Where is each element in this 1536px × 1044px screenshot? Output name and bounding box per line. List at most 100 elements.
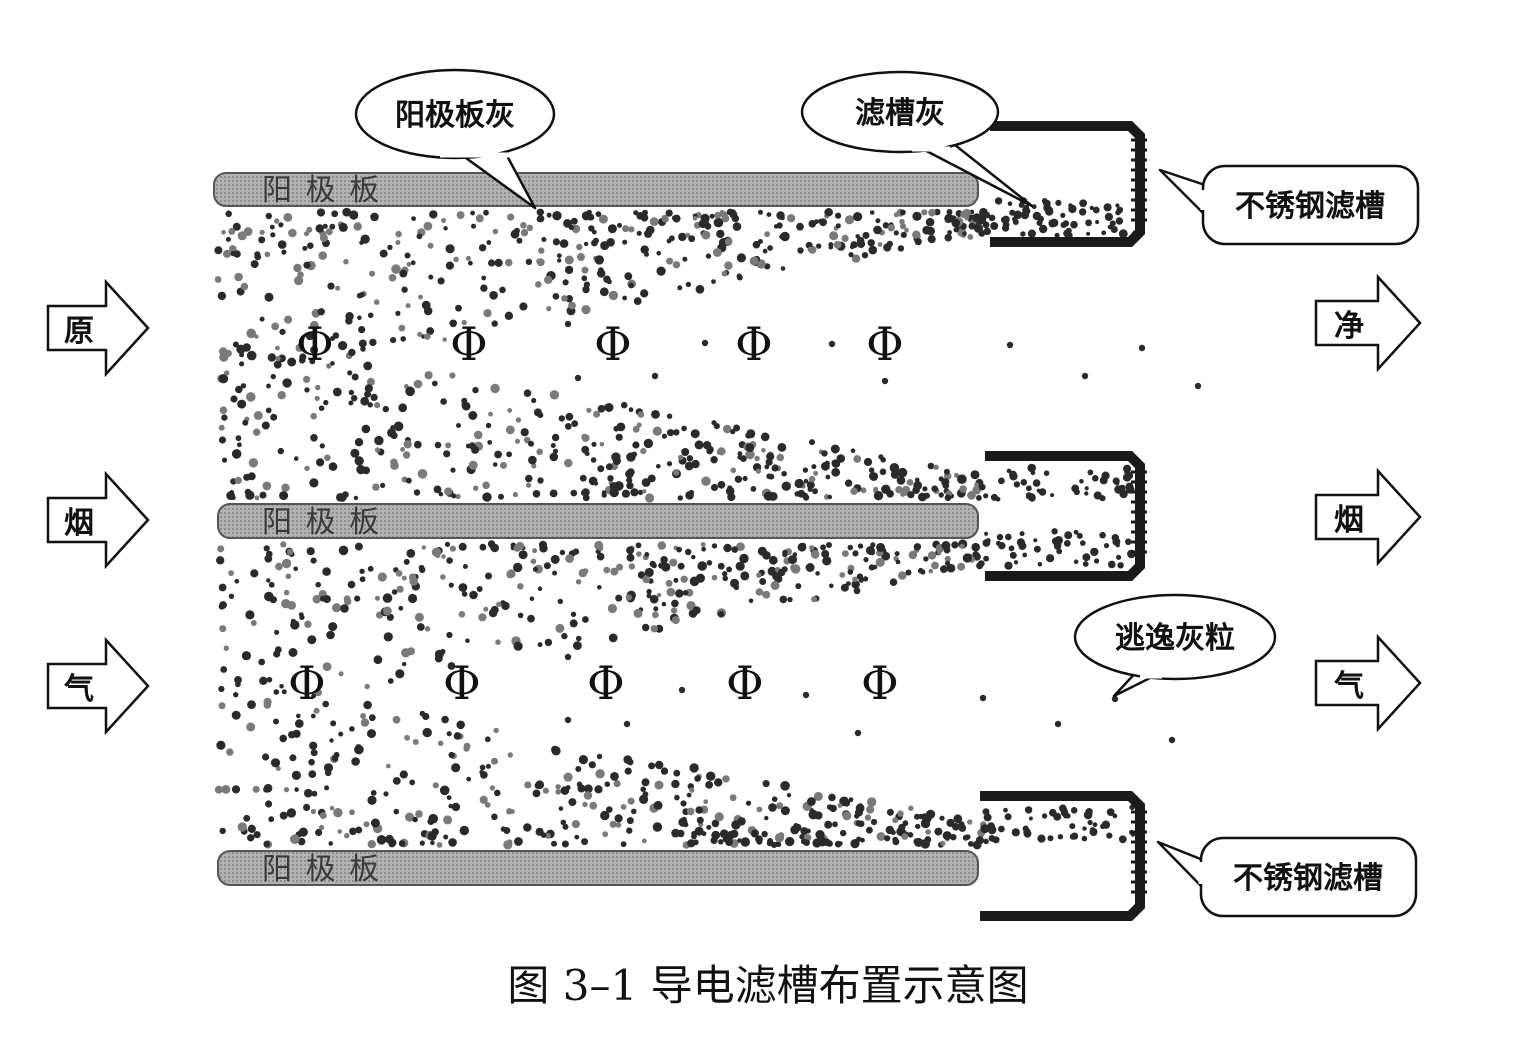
dust-particle [1013,481,1021,488]
dust-particle [615,594,623,602]
dust-particle [525,258,533,265]
dust-particle [473,430,483,440]
dust-particle [730,467,737,474]
dust-particle [574,834,580,840]
dust-particle [458,583,468,592]
dust-particle [1051,528,1058,535]
dust-particle [449,319,458,328]
dust-particle [633,608,643,618]
dust-particle [838,841,843,846]
dust-particle [441,218,447,223]
dust-particle [967,234,974,240]
dust-particle [867,797,877,807]
dust-particle [1099,531,1106,539]
dust-particle [364,683,370,690]
dust-particle [953,227,959,233]
dust-particle [946,209,953,215]
dust-particle [391,589,398,595]
dust-particle [751,830,758,838]
dust-particle [323,399,329,406]
dust-particle [588,761,596,769]
dust-particle [867,239,875,247]
dust-particle [597,405,606,413]
dust-particle [433,485,442,494]
dust-particle [976,562,984,570]
dust-particle [887,224,895,232]
dust-particle [632,425,640,433]
dust-particle [325,228,333,236]
dust-particle [466,776,472,782]
dust-particle [324,454,331,462]
dust-particle [881,377,889,385]
dust-particle [234,272,243,282]
dust-particle [1081,372,1089,380]
anode-plate-bottom: 阳 极 板 [217,850,979,887]
dust-particle [515,438,520,444]
dust-particle [393,808,400,815]
dust-particle [853,212,863,222]
dust-particle [850,839,860,849]
dust-particle [691,554,696,560]
dust-particle [390,337,397,344]
dust-particle [478,244,487,252]
dust-particle [705,781,713,789]
dust-particle [271,322,280,331]
dust-particle [945,560,951,567]
dust-particle [870,818,878,826]
dust-particle [351,373,359,381]
dust-particle [448,751,455,759]
outlet-label: 净 [1334,309,1364,344]
dust-particle [873,491,884,501]
dust-particle [921,209,928,216]
dust-particle [329,223,336,230]
dust-particle [986,538,991,543]
dust-particle [651,410,660,419]
dust-particle [237,822,247,832]
dust-particle [309,478,319,488]
dust-particle [581,266,589,274]
dust-particle [892,836,899,843]
dust-particle [795,583,802,590]
dust-particle [828,793,836,802]
dust-particle [233,692,239,698]
dust-particle [839,572,846,578]
dust-particle [254,495,260,501]
dust-particle [362,466,370,475]
dust-particle [354,595,361,602]
dust-particle [987,825,997,835]
dust-particle [444,541,451,548]
dust-particle [330,361,335,366]
dust-particle [550,443,556,448]
dust-particle [847,569,854,575]
dust-particle [831,467,841,477]
dust-particle [1117,562,1124,569]
dust-particle [666,257,674,265]
dust-particle [343,258,349,265]
dust-particle [572,548,580,555]
dust-particle [270,758,281,768]
dust-particle [456,423,461,428]
dust-particle [367,840,376,849]
dust-particle [345,312,354,321]
dust-particle [602,831,609,838]
dust-particle [241,651,251,661]
dust-particle [382,593,393,603]
dust-particle [348,348,356,357]
dust-particle [414,612,424,622]
inlet-label: 烟 [64,506,94,541]
dust-particle [532,566,538,572]
dust-particle [500,600,506,606]
dust-particle [736,542,745,551]
dust-particle [927,551,937,560]
dust-particle [958,824,967,832]
dust-particle [243,227,253,236]
dust-particle [382,405,389,413]
inlet-label: 原 [64,314,94,349]
dust-particle [482,481,490,490]
dust-particle [853,587,861,595]
dust-particle [940,565,948,573]
dust-particle [657,541,666,550]
dust-particle [1085,219,1092,227]
dust-particle [507,213,515,221]
dust-particle [562,823,569,830]
